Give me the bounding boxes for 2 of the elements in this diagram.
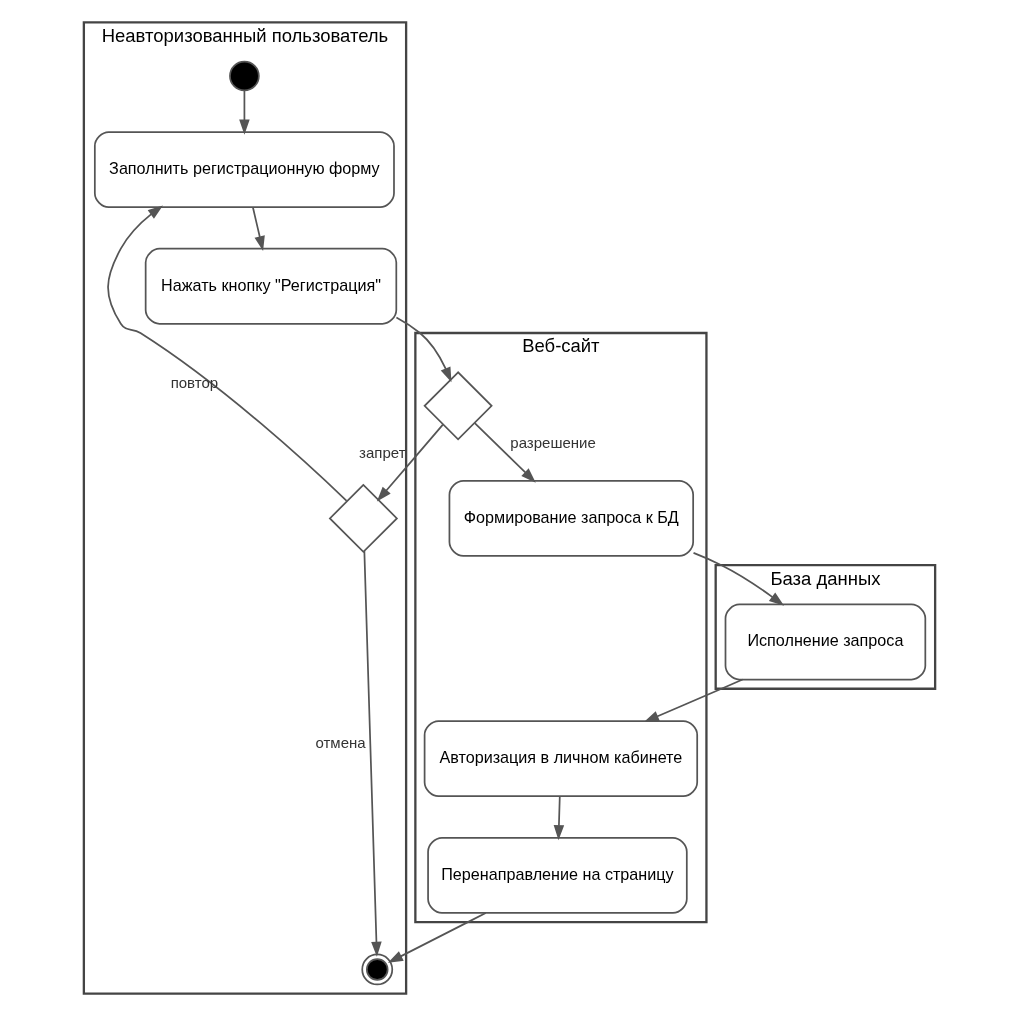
edge-label: отмена <box>314 734 366 752</box>
edge-label: разрешение <box>509 434 596 452</box>
